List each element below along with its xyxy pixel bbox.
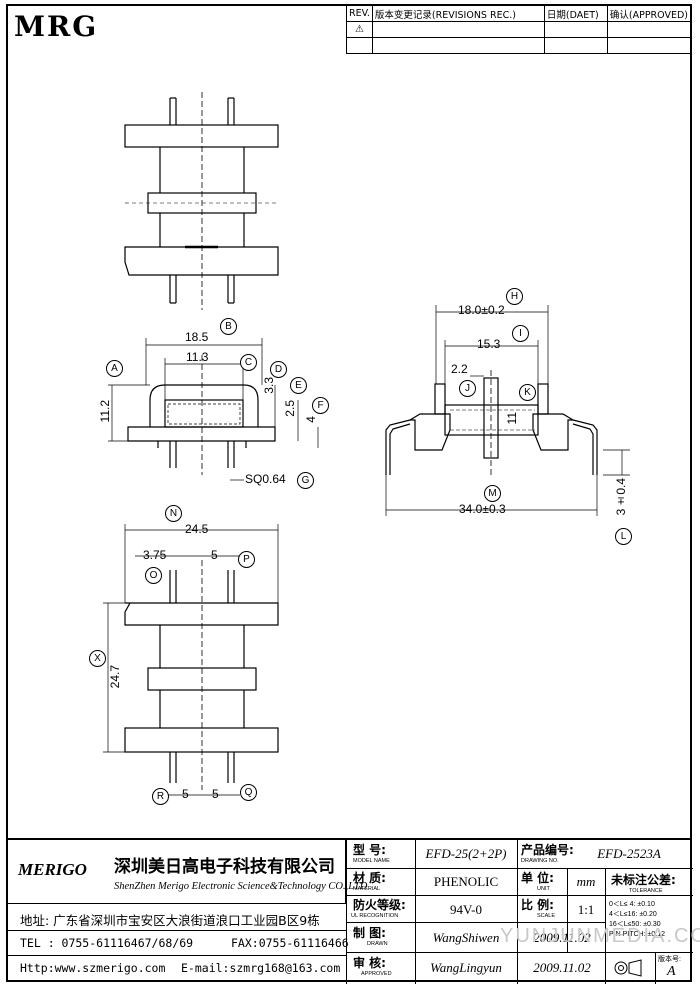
side-view <box>108 338 319 481</box>
approved-value: WangLingyun <box>430 960 502 975</box>
label-o: O <box>145 567 162 584</box>
revisions-table: REV. 版本变更记录(REVISIONS REC.) 日期(DAET) 确认(… <box>346 5 692 54</box>
material-value: PHENOLIC <box>433 874 499 889</box>
dim-p-value: 5 <box>211 548 218 562</box>
dim-r-value: 5 <box>182 787 189 801</box>
tolerance-label: 未标注公差: <box>611 873 676 887</box>
ul-sublabel: UL RECOGNITION <box>351 913 399 919</box>
company-name-en: ShenZhen Merigo Electronic Science&Techn… <box>114 881 368 892</box>
watermark: YUNJUNMEDIA.COM <box>500 925 700 947</box>
scale-label: 比 例: <box>521 898 554 912</box>
revision-row-cell <box>606 37 692 54</box>
drawing-no-value: EFD-2523A <box>597 846 661 861</box>
version-label: 版本号: <box>658 956 681 963</box>
unit-sublabel: UNIT <box>537 886 550 892</box>
company-email: E-mail:szmrg168@163.com <box>181 961 341 975</box>
unit-label: 单 位: <box>521 871 554 885</box>
ul-value: 94V-0 <box>449 902 483 917</box>
dim-m-value: 34.0±0.3 <box>459 502 506 516</box>
label-n: N <box>165 505 182 522</box>
dim-c-value: 11.3 <box>186 350 209 364</box>
label-f: F <box>312 397 329 414</box>
dim-f-value: 4 <box>304 416 318 423</box>
spec-grid: 型 号: MODEL NAME EFD-25(2+2P) 产品编号: DRAWI… <box>346 840 693 984</box>
label-b: B <box>220 318 237 335</box>
label-l: L <box>615 528 632 545</box>
drawing-no-label: 产品编号: <box>521 843 574 857</box>
tolerance-row-3: 16＜L≤50: ±0.30 <box>609 921 661 928</box>
dim-e-value: 2.5 <box>283 400 297 417</box>
scale-sublabel: SCALE <box>537 913 556 919</box>
divider <box>6 930 346 931</box>
divider <box>6 955 346 956</box>
tolerance-row-1: 0＜L≤ 4: ±0.10 <box>609 901 655 908</box>
drawing-no-sublabel: DRAWING NO. <box>521 858 559 864</box>
dim-j-value: 2.2 <box>451 362 468 376</box>
drawn-date: 2009.11.02 <box>533 930 591 945</box>
label-a: A <box>106 360 123 377</box>
dim-q-value: 5 <box>212 787 219 801</box>
label-r: R <box>152 788 169 805</box>
label-d: D <box>270 361 287 378</box>
label-g: G <box>297 472 314 489</box>
merigo-logo: MERIGO <box>18 860 87 879</box>
dim-g-value: SQ0.64 <box>245 472 286 486</box>
label-i: I <box>512 325 529 342</box>
drawn-sublabel: DRAWN <box>367 941 388 947</box>
model-label: 型 号: <box>353 843 386 857</box>
dim-l-value: 3±0.4 <box>614 478 628 516</box>
company-area: MERIGO 深圳美日高电子科技有限公司 ShenZhen Merigo Ele… <box>6 840 367 904</box>
material-label: 材 质: <box>353 871 386 885</box>
company-name-cn: 深圳美日高电子科技有限公司 <box>114 857 335 877</box>
dim-k-value: 11 <box>505 412 519 425</box>
brand-logo: MRG <box>14 10 99 43</box>
dim-a-value: 11.2 <box>98 400 112 423</box>
dim-d-value: 3.3 <box>262 377 276 394</box>
label-p: P <box>238 551 255 568</box>
front-view <box>124 92 279 310</box>
ul-label: 防火等级: <box>353 898 406 912</box>
label-q: Q <box>240 784 257 801</box>
bottom-view <box>103 524 279 796</box>
version-value: A <box>667 964 676 979</box>
company-fax: FAX:0755-61116466 <box>231 936 349 950</box>
dim-b-value: 18.5 <box>185 330 209 344</box>
label-e: E <box>290 377 307 394</box>
tolerance-row-2: 4＜L≤16: ±0.20 <box>609 911 657 918</box>
approved-label: 审 核: <box>353 956 386 970</box>
scale-value: 1:1 <box>577 902 595 917</box>
material-sublabel: MATERIAL <box>353 886 381 892</box>
dim-o-value: 3.75 <box>143 548 167 562</box>
tolerance-row-4: PIN PITCH: ±0.12 <box>609 931 665 938</box>
dim-n-value: 24.5 <box>185 522 209 536</box>
drawn-label: 制 图: <box>353 926 386 940</box>
company-tel: TEL : 0755-61116467/68/69 <box>20 936 194 950</box>
label-c: C <box>240 354 257 371</box>
unit-value: mm <box>576 874 596 889</box>
dim-i-value: 15.3 <box>477 337 501 351</box>
dim-x-value: 24.7 <box>108 665 122 689</box>
drawn-value: WangShiwen <box>432 930 500 945</box>
model-value: EFD-25(2+2P) <box>425 846 507 861</box>
label-x: X <box>89 650 106 667</box>
company-website: Http:www.szmerigo.com <box>20 961 166 975</box>
label-h: H <box>506 288 523 305</box>
label-k: K <box>519 384 536 401</box>
dim-h-value: 18.0±0.2 <box>458 303 505 317</box>
label-j: J <box>459 380 476 397</box>
projection-symbol-icon <box>611 958 643 978</box>
title-block: MERIGO 深圳美日高电子科技有限公司 ShenZhen Merigo Ele… <box>6 838 693 984</box>
tolerance-sublabel: TOLERANCE <box>629 888 663 894</box>
approved-sublabel: APPROVED <box>361 971 392 977</box>
right-view <box>385 305 630 516</box>
model-sublabel: MODEL NAME <box>353 858 390 864</box>
company-address: 地址: 广东省深圳市宝安区大浪街道浪口工业园B区9栋 <box>20 913 320 928</box>
approved-date: 2009.11.02 <box>533 960 591 975</box>
label-m: M <box>484 485 501 502</box>
